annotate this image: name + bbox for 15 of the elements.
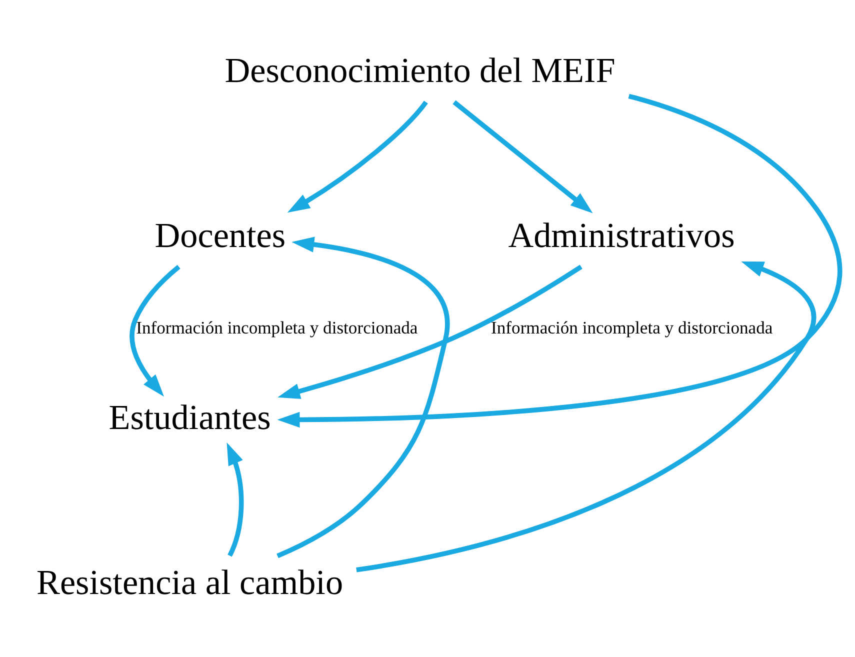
arrow bbox=[287, 100, 428, 212]
node-text: Estudiantes bbox=[108, 398, 271, 437]
node-text: Desconocimiento del MEIF bbox=[224, 50, 616, 90]
edge-label: Información incompleta y distorcionada bbox=[491, 316, 773, 337]
arrow bbox=[130, 264, 180, 396]
arrow bbox=[452, 100, 593, 213]
arrow bbox=[278, 264, 582, 398]
arrow bbox=[226, 442, 244, 556]
node-text: Docentes bbox=[154, 215, 286, 254]
arrow bbox=[276, 236, 450, 558]
arrow bbox=[277, 93, 842, 428]
node-text: Administrativos bbox=[508, 215, 735, 254]
arrow bbox=[356, 261, 816, 572]
node-text: Resistencia al cambio bbox=[36, 562, 344, 602]
edge-label: Información incompleta y distorcionada bbox=[136, 316, 418, 337]
